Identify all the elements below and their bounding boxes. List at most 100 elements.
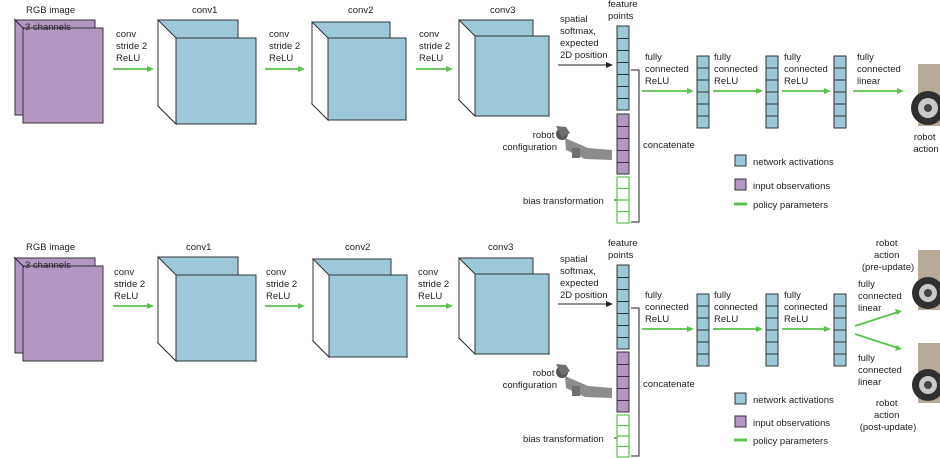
- conv-edge-label: conv stride 2 ReLU: [419, 29, 453, 64]
- channels-label: 3 channels: [25, 260, 71, 271]
- conv-edge-label: conv stride 2 ReLU: [116, 29, 150, 64]
- fc-linear-label-post: fully connected linear: [858, 353, 904, 388]
- robot-configuration-label: robot configuration: [503, 130, 557, 153]
- robot-arm-image: [556, 364, 612, 398]
- legend-swatch-inputs: [734, 178, 747, 191]
- fc-relu-label: fully connected ReLU: [784, 52, 830, 87]
- legend-params-label: policy parameters: [753, 436, 828, 447]
- fc1-activations: [696, 293, 710, 367]
- concatenate-label: concatenate: [643, 379, 695, 390]
- param-arrowhead: [756, 88, 763, 94]
- legend-params-label: policy parameters: [753, 200, 828, 211]
- concatenate-bracket: [631, 307, 640, 457]
- spatial-softmax-label: spatial softmax, expected 2D position: [560, 14, 608, 61]
- legend: network activations input observations p…: [734, 392, 834, 447]
- param-arrowhead: [147, 303, 154, 309]
- conv3-volume: [457, 18, 551, 118]
- rgb-image-label: RGB image: [26, 242, 75, 253]
- conv1-volume: [156, 18, 258, 126]
- legend: network activations input observations p…: [734, 154, 834, 211]
- conv-edge-label: conv stride 2 ReLU: [418, 267, 452, 302]
- conv2-label: conv2: [345, 242, 370, 253]
- conv2-label: conv2: [348, 5, 373, 16]
- fc-relu-label: fully connected ReLU: [714, 290, 760, 325]
- legend-inputs-label: input observations: [753, 418, 830, 429]
- param-arrowhead: [687, 88, 694, 94]
- conv3-label: conv3: [490, 5, 515, 16]
- conv-edge-label: conv stride 2 ReLU: [114, 267, 148, 302]
- legend-swatch-inputs: [734, 415, 747, 428]
- fc-relu-label: fully connected ReLU: [645, 290, 691, 325]
- conv1-label: conv1: [192, 5, 217, 16]
- param-arrowhead: [298, 303, 305, 309]
- conv-edge-label: conv stride 2 ReLU: [266, 267, 300, 302]
- robot-action-image: [911, 64, 940, 126]
- fc-linear-label: fully connected linear: [857, 52, 903, 87]
- param-arrowhead: [756, 326, 763, 332]
- bottom-diagram: RGB image 3 channels conv stride 2 ReLU …: [13, 238, 940, 458]
- rgb-image-label: RGB image: [26, 5, 75, 16]
- concatenate-label: concatenate: [643, 140, 695, 151]
- fc3-activations: [833, 293, 847, 367]
- fc-relu-label: fully connected ReLU: [645, 52, 691, 87]
- conv2-volume: [311, 257, 409, 359]
- softmax-arrowhead: [606, 301, 613, 307]
- spatial-softmax-label: spatial softmax, expected 2D position: [560, 254, 608, 301]
- channels-label: 3 channels: [25, 22, 71, 33]
- channel-depth-arrow: [13, 18, 25, 30]
- conv1-label: conv1: [186, 242, 211, 253]
- robot-configuration-vector: [616, 113, 630, 175]
- channel-depth-arrow: [13, 256, 25, 268]
- legend-activations-label: network activations: [753, 157, 834, 168]
- conv1-volume: [156, 255, 258, 363]
- param-arrowhead: [824, 326, 831, 332]
- fc-linear-label-pre: fully connected linear: [858, 279, 904, 314]
- robot-arm-image: [556, 126, 612, 160]
- robot-action-image-pre: [912, 250, 940, 310]
- legend-activations-label: network activations: [753, 395, 834, 406]
- bias-transformation-label: bias transformation: [523, 434, 604, 445]
- concatenate-bracket: [631, 69, 640, 223]
- fc2-activations: [765, 293, 779, 367]
- param-arrowhead: [446, 303, 453, 309]
- robot-action-post-update-label: robot action (post-update): [860, 398, 917, 433]
- fc-relu-label: fully connected ReLU: [714, 52, 760, 87]
- conv3-label: conv3: [488, 242, 513, 253]
- conv-edge-label: conv stride 2 ReLU: [269, 29, 303, 64]
- param-arrowhead: [897, 88, 904, 94]
- legend-inputs-label: input observations: [753, 181, 830, 192]
- robot-action-pre-update-label: robot action (pre-update): [862, 238, 914, 273]
- bias-transformation-vector: [616, 176, 630, 224]
- param-arrowhead: [895, 309, 902, 315]
- fc1-activations: [696, 55, 710, 129]
- feature-points-label: feature points: [608, 238, 640, 261]
- legend-swatch-activations: [734, 392, 747, 405]
- feature-points-vector: [616, 25, 630, 111]
- robot-configuration-vector: [616, 351, 630, 413]
- robot-action-image-post: [912, 343, 940, 403]
- param-arrowhead: [824, 88, 831, 94]
- rgb-image-volume: [14, 19, 104, 124]
- conv3-volume: [457, 256, 551, 356]
- top-diagram: RGB image 3 channels conv stride 2 ReLU …: [13, 0, 940, 224]
- param-arrowhead: [446, 66, 453, 72]
- param-arrowhead: [147, 66, 154, 72]
- bias-transformation-vector: [616, 414, 630, 458]
- robot-configuration-label: robot configuration: [503, 368, 557, 391]
- param-arrowhead: [895, 345, 902, 351]
- conv2-volume: [310, 20, 408, 122]
- fc3-activations: [833, 55, 847, 129]
- feature-points-label: feature points: [608, 0, 640, 22]
- param-arrowhead: [687, 326, 694, 332]
- param-arrowhead: [298, 66, 305, 72]
- bias-transformation-label: bias transformation: [523, 196, 604, 207]
- rgb-image-volume: [14, 257, 104, 362]
- param-arrow-post-update: [854, 333, 899, 349]
- feature-points-vector: [616, 264, 630, 350]
- fc2-activations: [765, 55, 779, 129]
- legend-swatch-activations: [734, 154, 747, 167]
- softmax-arrowhead: [606, 62, 613, 68]
- robot-action-label: robot action: [913, 132, 938, 155]
- param-arrow-pre-update: [854, 311, 899, 327]
